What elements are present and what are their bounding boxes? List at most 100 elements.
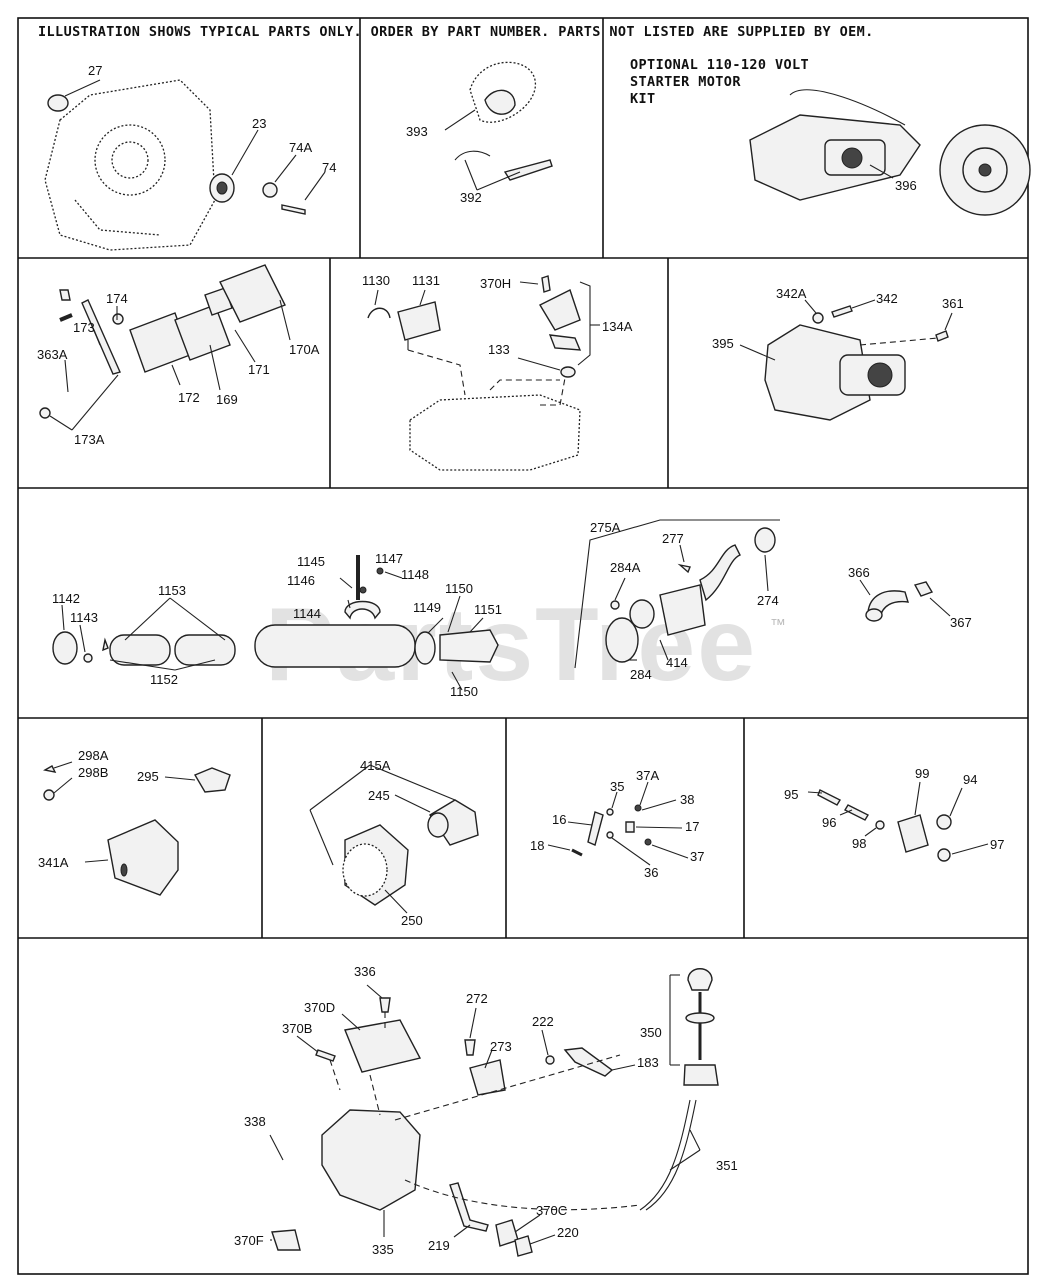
label-350: 350 xyxy=(640,1025,662,1040)
watermark-tm: ™ xyxy=(770,617,786,634)
label-284A: 284A xyxy=(610,560,641,575)
label-95: 95 xyxy=(784,787,798,802)
label-295: 295 xyxy=(137,769,159,784)
label-183: 183 xyxy=(637,1055,659,1070)
label-1131: 1131 xyxy=(412,273,440,288)
label-171: 171 xyxy=(248,362,270,377)
label-173: 173 xyxy=(73,320,95,335)
label-1149: 1149 xyxy=(413,600,441,615)
label-342A: 342A xyxy=(776,286,807,301)
label-27: 27 xyxy=(88,63,102,78)
kit-title-line3: KIT xyxy=(630,91,656,107)
label-172: 172 xyxy=(178,390,200,405)
label-415A: 415A xyxy=(360,758,391,773)
exhaust-drawing xyxy=(52,555,499,691)
label-351: 351 xyxy=(716,1158,738,1173)
label-298A: 298A xyxy=(78,748,109,763)
label-16: 16 xyxy=(552,812,566,827)
kit-title-line2: STARTER MOTOR xyxy=(630,74,741,90)
label-1147: 1147 xyxy=(375,551,403,566)
label-36: 36 xyxy=(644,865,658,880)
label-1130: 1130 xyxy=(362,273,390,288)
control-bracket-drawing xyxy=(269,968,719,1257)
starter-395-drawing xyxy=(739,299,953,421)
governor-drawing xyxy=(367,275,600,471)
label-219: 219 xyxy=(428,1238,450,1253)
air-cleaner-drawing xyxy=(309,764,479,914)
label-370C: 370C xyxy=(536,1203,567,1218)
label-273: 273 xyxy=(490,1039,512,1054)
label-99: 99 xyxy=(915,766,929,781)
label-23: 23 xyxy=(252,116,266,131)
linkage-drawing xyxy=(547,781,689,866)
label-338: 338 xyxy=(244,1114,266,1129)
label-1150-top: 1150 xyxy=(445,581,473,596)
label-392: 392 xyxy=(460,190,482,205)
label-1152: 1152 xyxy=(150,672,178,687)
magneto-drawing xyxy=(444,61,553,191)
label-133: 133 xyxy=(488,342,510,357)
panel-grid xyxy=(17,17,1029,1275)
header-notice: ILLUSTRATION SHOWS TYPICAL PARTS ONLY. O… xyxy=(38,24,874,40)
label-1143: 1143 xyxy=(70,610,98,625)
label-274: 274 xyxy=(757,593,779,608)
label-277: 277 xyxy=(662,531,684,546)
label-1144: 1144 xyxy=(293,606,321,621)
label-17: 17 xyxy=(685,819,699,834)
label-414: 414 xyxy=(666,655,688,670)
label-367: 367 xyxy=(950,615,972,630)
label-37A: 37A xyxy=(636,768,659,783)
label-1142: 1142 xyxy=(52,591,80,606)
label-96: 96 xyxy=(822,815,836,830)
label-18: 18 xyxy=(530,838,544,853)
label-35: 35 xyxy=(610,779,624,794)
label-396: 396 xyxy=(895,178,917,193)
muffler-drawing xyxy=(574,519,780,669)
label-298B: 298B xyxy=(78,765,108,780)
label-395: 395 xyxy=(712,336,734,351)
label-1153: 1153 xyxy=(158,583,186,598)
label-222: 222 xyxy=(532,1014,554,1029)
label-342: 342 xyxy=(876,291,898,306)
starter-motor-drawing xyxy=(749,89,1031,216)
label-275A: 275A xyxy=(590,520,621,535)
label-74A: 74A xyxy=(289,140,312,155)
label-370D: 370D xyxy=(304,1000,335,1015)
label-1146: 1146 xyxy=(287,573,315,588)
label-393: 393 xyxy=(406,124,428,139)
elbow-drawing xyxy=(859,579,951,622)
label-98: 98 xyxy=(852,836,866,851)
label-37: 37 xyxy=(690,849,704,864)
breather-drawing xyxy=(39,264,291,431)
label-284: 284 xyxy=(630,667,652,682)
label-272: 272 xyxy=(466,991,488,1006)
label-134A: 134A xyxy=(602,319,633,334)
label-38: 38 xyxy=(680,792,694,807)
label-370F: 370F xyxy=(234,1233,264,1248)
crankcase-cover-drawing xyxy=(44,79,326,251)
label-169: 169 xyxy=(216,392,238,407)
label-1148: 1148 xyxy=(401,567,429,582)
label-170A: 170A xyxy=(289,342,320,357)
label-173A: 173A xyxy=(74,432,105,447)
label-94: 94 xyxy=(963,772,977,787)
label-174: 174 xyxy=(106,291,128,306)
label-220: 220 xyxy=(557,1225,579,1240)
label-361: 361 xyxy=(942,296,964,311)
label-335: 335 xyxy=(372,1242,394,1257)
label-97: 97 xyxy=(990,837,1004,852)
label-1145: 1145 xyxy=(297,554,325,569)
label-370H: 370H xyxy=(480,276,511,291)
label-370B: 370B xyxy=(282,1021,312,1036)
bracket-99-drawing xyxy=(807,781,989,862)
kit-title-line1: OPTIONAL 110-120 VOLT xyxy=(630,57,809,73)
label-245: 245 xyxy=(368,788,390,803)
bracket-341A-drawing xyxy=(43,761,231,896)
label-1151: 1151 xyxy=(474,602,502,617)
label-366: 366 xyxy=(848,565,870,580)
label-74: 74 xyxy=(322,160,336,175)
label-250: 250 xyxy=(401,913,423,928)
label-341A: 341A xyxy=(38,855,69,870)
label-1150-bottom: 1150 xyxy=(450,684,478,699)
